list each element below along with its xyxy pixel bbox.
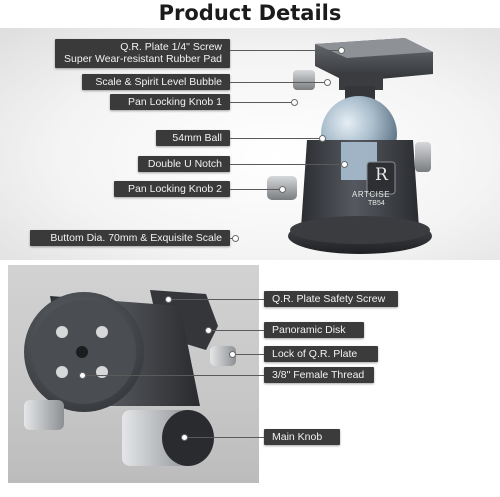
connector-line (230, 189, 282, 190)
connector-line (184, 437, 264, 438)
label-pan-knob-2: Pan Locking Knob 2 (114, 181, 230, 197)
label-pan-knob-1: Pan Locking Knob 1 (110, 94, 230, 110)
label-female-thread: 3/8" Female Thread (264, 367, 374, 383)
label-base-diameter: Buttom Dia. 70mm & Exquisite Scale (30, 230, 230, 246)
connector-line (230, 164, 344, 165)
label-54mm-ball: 54mm Ball (156, 130, 230, 146)
connector-line (82, 375, 264, 376)
marker-dot (319, 135, 326, 142)
label-qr-plate-screw-line2: Super Wear-resistant Rubber Pad (64, 53, 222, 65)
connector-line (232, 354, 264, 355)
marker-dot (341, 161, 348, 168)
marker-dot (279, 186, 286, 193)
connector-line (168, 299, 264, 300)
label-panoramic-disk: Panoramic Disk (264, 322, 364, 338)
connector-line (208, 330, 264, 331)
marker-dot (324, 79, 331, 86)
label-qr-plate-screw-line1: Q.R. Plate 1/4" Screw (120, 41, 222, 53)
marker-dot (165, 296, 172, 303)
marker-dot (291, 99, 298, 106)
connector-line (230, 138, 322, 139)
ball-head-image (267, 38, 433, 254)
marker-dot (229, 351, 236, 358)
product-model: TB54 (368, 200, 385, 207)
marker-dot (232, 235, 239, 242)
connector-line (230, 102, 294, 103)
label-qr-lock: Lock of Q.R. Plate (264, 346, 378, 362)
marker-dot (181, 434, 188, 441)
marker-dot (205, 327, 212, 334)
product-brand: ARTCISE (352, 190, 391, 199)
label-double-u-notch: Double U Notch (138, 156, 230, 172)
page-title: Product Details (158, 1, 342, 25)
connector-line (230, 82, 328, 83)
marker-dot (338, 47, 345, 54)
label-qr-plate-screw: Q.R. Plate 1/4" Screw Super Wear-resista… (55, 39, 230, 68)
label-main-knob: Main Knob (264, 429, 340, 445)
connector-line (230, 50, 342, 51)
product-logo: R (375, 165, 388, 185)
label-scale-bubble: Scale & Spirit Level Bubble (82, 74, 230, 90)
label-qr-safety-screw: Q.R. Plate Safety Screw (264, 291, 398, 307)
ball-head-bottom-image (24, 290, 236, 466)
marker-dot (79, 372, 86, 379)
